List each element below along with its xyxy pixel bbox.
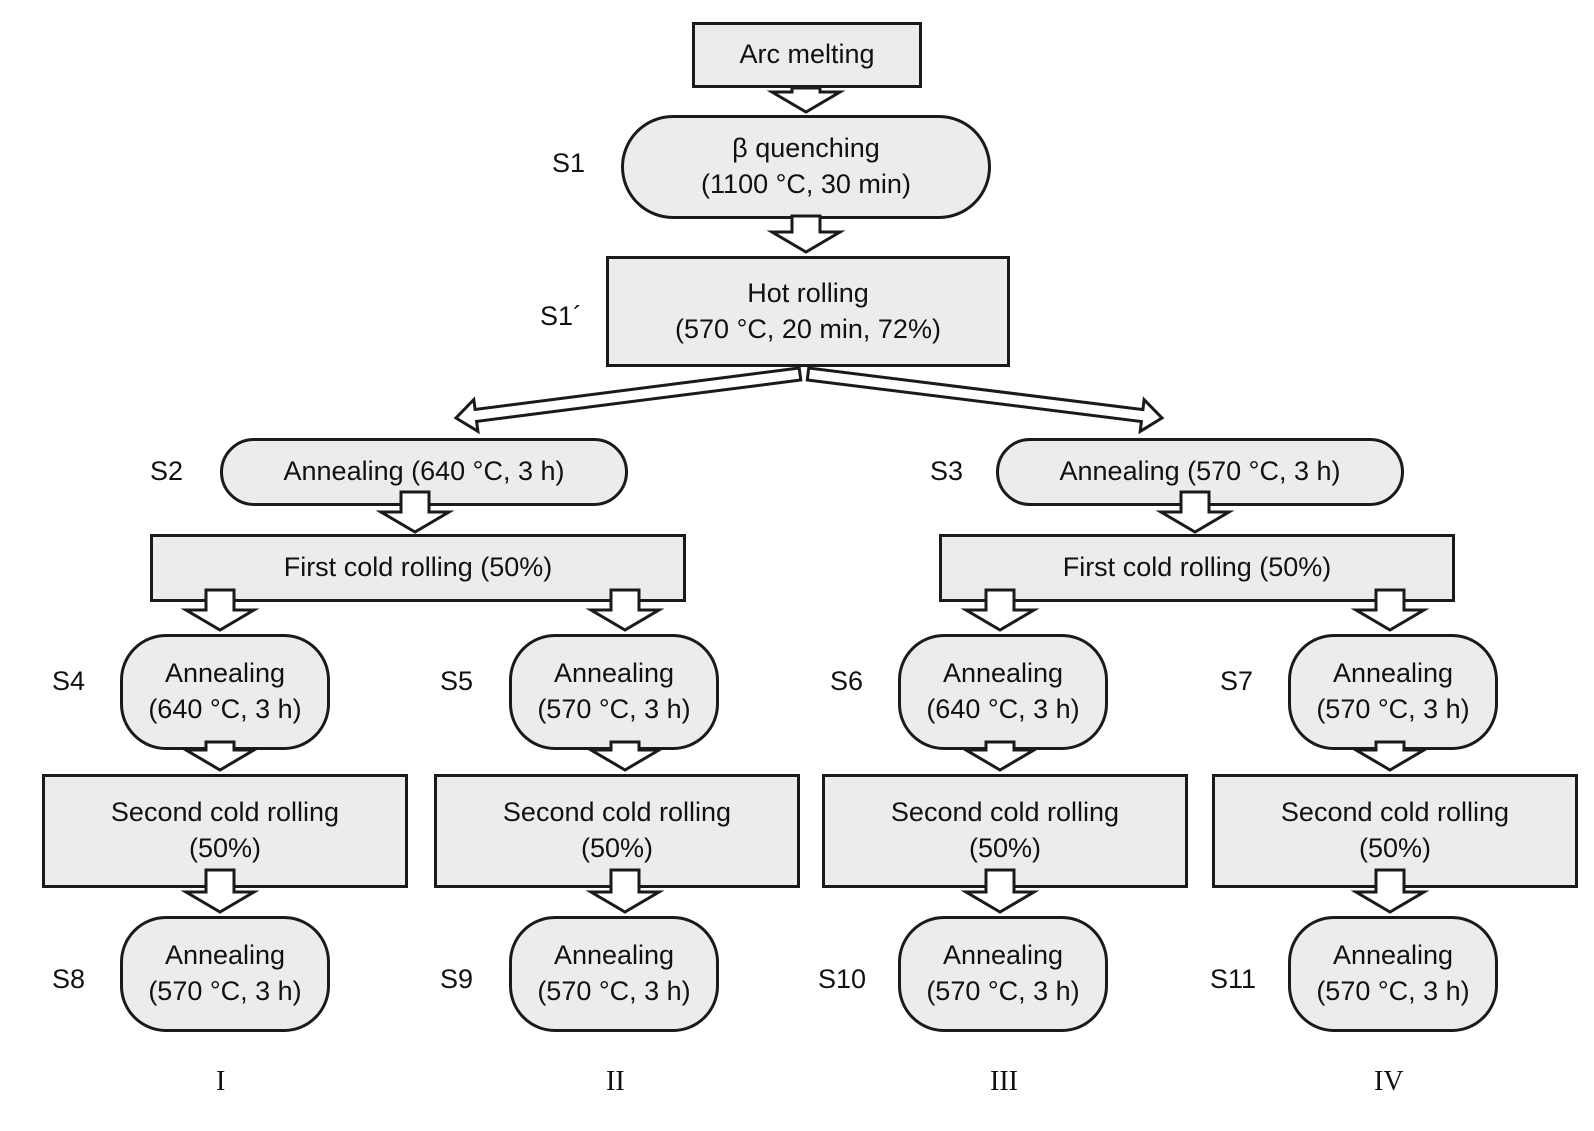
arrow-hot-to-s3 bbox=[805, 366, 1165, 435]
arrow-cold1-to-s5 bbox=[585, 588, 665, 632]
arrow-s2-to-cold1-left bbox=[375, 490, 455, 534]
label-s2: S2 bbox=[150, 456, 184, 486]
annealing-s8-node: Annealing (570 °C, 3 h) bbox=[120, 916, 330, 1032]
beta-quenching-title: β quenching bbox=[732, 133, 880, 164]
annealing-s7-params: (570 °C, 3 h) bbox=[1316, 694, 1470, 724]
arrow-s6-to-cold2-3 bbox=[960, 740, 1040, 772]
second-cold-rolling-4-params: (50%) bbox=[1358, 833, 1432, 863]
arrow-arc-to-s1 bbox=[766, 86, 846, 114]
annealing-s8-params: (570 °C, 3 h) bbox=[148, 976, 302, 1006]
arrow-s5-to-cold2-2 bbox=[585, 740, 665, 772]
second-cold-rolling-2-params: (50%) bbox=[580, 833, 654, 863]
annealing-s7-node: Annealing (570 °C, 3 h) bbox=[1288, 634, 1498, 750]
label-s5: S5 bbox=[440, 666, 474, 696]
hot-rolling-title: Hot rolling bbox=[747, 277, 869, 308]
annealing-s7-title: Annealing bbox=[1332, 658, 1454, 689]
beta-quenching-node: β quenching (1100 °C, 30 min) bbox=[621, 115, 991, 219]
label-s1: S1 bbox=[552, 148, 586, 178]
label-s8: S8 bbox=[52, 964, 86, 994]
label-s10: S10 bbox=[818, 964, 867, 994]
annealing-s5-params: (570 °C, 3 h) bbox=[537, 694, 691, 724]
annealing-s5-node: Annealing (570 °C, 3 h) bbox=[509, 634, 719, 750]
label-s4: S4 bbox=[52, 666, 86, 696]
label-s1-prime: S1´ bbox=[540, 301, 583, 331]
arrow-s3-to-cold1-right bbox=[1155, 490, 1235, 534]
second-cold-rolling-4-title: Second cold rolling bbox=[1280, 797, 1510, 828]
annealing-s9-params: (570 °C, 3 h) bbox=[537, 976, 691, 1006]
first-cold-rolling-left: First cold rolling (50%) bbox=[150, 534, 686, 602]
label-s6: S6 bbox=[830, 666, 864, 696]
first-cold-rolling-right-text: First cold rolling (50%) bbox=[1062, 552, 1332, 583]
second-cold-rolling-1-title: Second cold rolling bbox=[110, 797, 340, 828]
arrow-cold1-to-s4 bbox=[180, 588, 260, 632]
hot-rolling-params: (570 °C, 20 min, 72%) bbox=[675, 313, 941, 344]
annealing-s11-node: Annealing (570 °C, 3 h) bbox=[1288, 916, 1498, 1032]
annealing-s5-title: Annealing bbox=[553, 658, 675, 689]
arrow-hot-to-s2 bbox=[453, 366, 803, 435]
annealing-s11-params: (570 °C, 3 h) bbox=[1316, 976, 1470, 1006]
beta-quenching-params: (1100 °C, 30 min) bbox=[701, 169, 911, 199]
annealing-s10-title: Annealing bbox=[942, 940, 1064, 971]
label-s11: S11 bbox=[1210, 964, 1257, 994]
annealing-s2-text: Annealing (640 °C, 3 h) bbox=[283, 456, 565, 487]
label-s9: S9 bbox=[440, 964, 474, 994]
arc-melting-box: Arc melting bbox=[692, 22, 922, 88]
annealing-s4-params: (640 °C, 3 h) bbox=[148, 694, 302, 724]
annealing-s4-title: Annealing bbox=[164, 658, 286, 689]
second-cold-rolling-2-title: Second cold rolling bbox=[502, 797, 732, 828]
annealing-s10-node: Annealing (570 °C, 3 h) bbox=[898, 916, 1108, 1032]
annealing-s6-title: Annealing bbox=[942, 658, 1064, 689]
first-cold-rolling-left-text: First cold rolling (50%) bbox=[283, 552, 553, 583]
arrow-s1-to-hot bbox=[766, 214, 846, 254]
annealing-s6-params: (640 °C, 3 h) bbox=[926, 694, 1080, 724]
annealing-s4-node: Annealing (640 °C, 3 h) bbox=[120, 634, 330, 750]
hot-rolling-box: Hot rolling (570 °C, 20 min, 72%) bbox=[606, 256, 1010, 367]
annealing-s9-title: Annealing bbox=[553, 940, 675, 971]
annealing-s3-text: Annealing (570 °C, 3 h) bbox=[1059, 456, 1341, 487]
arrow-cold1-to-s7 bbox=[1350, 588, 1430, 632]
label-s3: S3 bbox=[930, 456, 964, 486]
annealing-s9-node: Annealing (570 °C, 3 h) bbox=[509, 916, 719, 1032]
route-label-3: III bbox=[990, 1066, 1018, 1097]
second-cold-rolling-4: Second cold rolling (50%) bbox=[1212, 774, 1578, 888]
route-label-4: IV bbox=[1374, 1066, 1404, 1097]
annealing-s11-title: Annealing bbox=[1332, 940, 1454, 971]
arrow-s4-to-cold2-1 bbox=[180, 740, 260, 772]
arc-melting-text: Arc melting bbox=[739, 39, 875, 70]
second-cold-rolling-3-params: (50%) bbox=[968, 833, 1042, 863]
second-cold-rolling-3-title: Second cold rolling bbox=[890, 797, 1120, 828]
arrow-cold1-to-s6 bbox=[960, 588, 1040, 632]
route-label-1: I bbox=[216, 1066, 226, 1097]
arrow-cold2-4-to-s11 bbox=[1350, 868, 1430, 914]
annealing-s10-params: (570 °C, 3 h) bbox=[926, 976, 1080, 1006]
arrow-cold2-1-to-s8 bbox=[180, 868, 260, 914]
second-cold-rolling-1-params: (50%) bbox=[188, 833, 262, 863]
second-cold-rolling-1: Second cold rolling (50%) bbox=[42, 774, 408, 888]
label-s7: S7 bbox=[1220, 666, 1254, 696]
arrow-cold2-3-to-s10 bbox=[960, 868, 1040, 914]
arrow-cold2-2-to-s9 bbox=[585, 868, 665, 914]
arrow-s7-to-cold2-4 bbox=[1350, 740, 1430, 772]
first-cold-rolling-right: First cold rolling (50%) bbox=[939, 534, 1455, 602]
route-label-2: II bbox=[606, 1066, 625, 1097]
annealing-s8-title: Annealing bbox=[164, 940, 286, 971]
